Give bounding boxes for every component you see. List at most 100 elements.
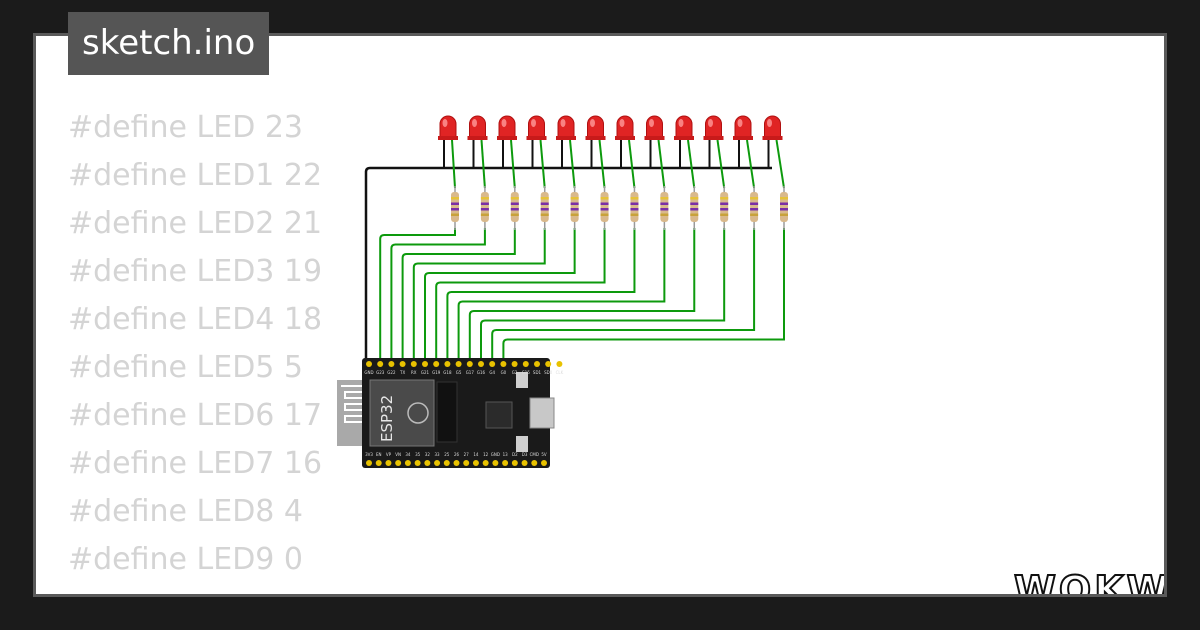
header-pin (366, 460, 372, 466)
pin-label: 5V (541, 452, 547, 457)
wroom-module (369, 379, 435, 447)
resistor-band (750, 213, 759, 216)
wires (364, 139, 785, 364)
led-row (438, 115, 783, 140)
led (526, 115, 547, 140)
pin-label: GND (491, 452, 500, 457)
reset-button (516, 436, 528, 452)
header-pin (443, 460, 450, 466)
header-pin (531, 460, 538, 466)
header-pin (511, 460, 518, 466)
led-anode-wire (598, 139, 606, 189)
resistor (510, 186, 519, 230)
pin-label: 27 (464, 452, 470, 457)
header-pin (521, 460, 528, 466)
pin-label: CLK (556, 370, 564, 375)
signal-wire (390, 228, 486, 364)
resistor (750, 186, 759, 230)
code-line: #define LED3 19 (68, 254, 323, 289)
signal-wire (491, 228, 756, 364)
resistor-band (660, 208, 669, 211)
pin-label: G16 (477, 370, 486, 375)
resistor (570, 186, 579, 230)
header-pin (433, 361, 440, 367)
pin-label: G21 (421, 370, 430, 375)
resistor-band (780, 202, 788, 205)
led-rim (674, 136, 694, 140)
code-snippet: #define LED 23 #define LED1 22 #define L… (68, 104, 323, 594)
resistor-band (750, 202, 759, 205)
pin-label: G23 (376, 370, 385, 375)
resistor-band (451, 202, 459, 205)
code-line: #define LED8 4 (68, 494, 304, 529)
led-highlight (531, 119, 536, 127)
pin-label: 35 (415, 452, 421, 457)
resistor-band (690, 202, 699, 205)
led-rim (526, 136, 547, 140)
pin-label: EN (376, 452, 382, 457)
code-line: #define LED 23 (68, 110, 304, 145)
resistor-band (630, 213, 639, 216)
resistor-body (600, 192, 609, 222)
header-pin (422, 361, 428, 367)
led-anode-wire (775, 139, 785, 189)
led (467, 115, 488, 140)
pin-label: SD0 (544, 370, 553, 375)
led-highlight (678, 119, 684, 127)
resistor-band (720, 197, 729, 200)
led (644, 115, 665, 140)
code-line: #define LED4 18 (68, 302, 323, 337)
resistor-band (480, 208, 489, 211)
led-rim (644, 136, 665, 140)
resistor-band (480, 202, 489, 205)
boot-button (516, 372, 528, 388)
led-anode-wire (628, 139, 636, 189)
resistor (720, 186, 729, 230)
sketch-filename-tab[interactable]: sketch.ino (68, 12, 270, 75)
resistor-body (750, 192, 759, 222)
led (762, 115, 783, 140)
pin-label: G17 (466, 370, 475, 375)
pin-label: 32 (425, 452, 431, 457)
led-dome (528, 115, 545, 139)
led (733, 115, 753, 140)
led-dome (705, 115, 722, 139)
led-anode-wire (746, 139, 756, 189)
code-line: #define LED6 17 (68, 398, 323, 433)
resistor-band (451, 197, 459, 200)
pin-label: G4 (489, 370, 495, 375)
header-pin (502, 460, 509, 466)
signal-wire (468, 228, 696, 364)
header-pin (375, 460, 382, 466)
espressif-logo (407, 402, 429, 424)
led (497, 115, 517, 140)
led-anode-wire (510, 139, 516, 189)
led-rim (467, 136, 488, 140)
led-dome (498, 115, 516, 139)
pin-label: G5 (456, 370, 462, 375)
header-pin (404, 460, 411, 466)
header-pin (500, 361, 507, 367)
led-rim (762, 136, 783, 140)
header-pin (482, 460, 489, 466)
code-line: #define LED2 21 (68, 206, 323, 241)
pin-label: G22 (387, 370, 396, 375)
header-pin (395, 460, 402, 466)
code-line: #define LED9 0 (68, 542, 304, 577)
pin-label: RX (411, 370, 417, 375)
resistor (660, 186, 669, 230)
resistor (451, 186, 459, 230)
pin-label: 14 (473, 452, 479, 457)
pin-label: VP (386, 452, 392, 457)
led-anode-wire (569, 139, 576, 189)
led-rim (585, 136, 606, 140)
led (703, 115, 724, 140)
led-anode-wire (480, 139, 486, 189)
pin-label: GND (364, 370, 373, 375)
led-anode-wire (657, 139, 666, 189)
code-line: #define LED1 22 (68, 158, 323, 193)
preview-card: #define LED 23 #define LED1 22 #define L… (33, 33, 1167, 597)
resistor-band (630, 208, 639, 211)
header-pin (453, 460, 460, 466)
